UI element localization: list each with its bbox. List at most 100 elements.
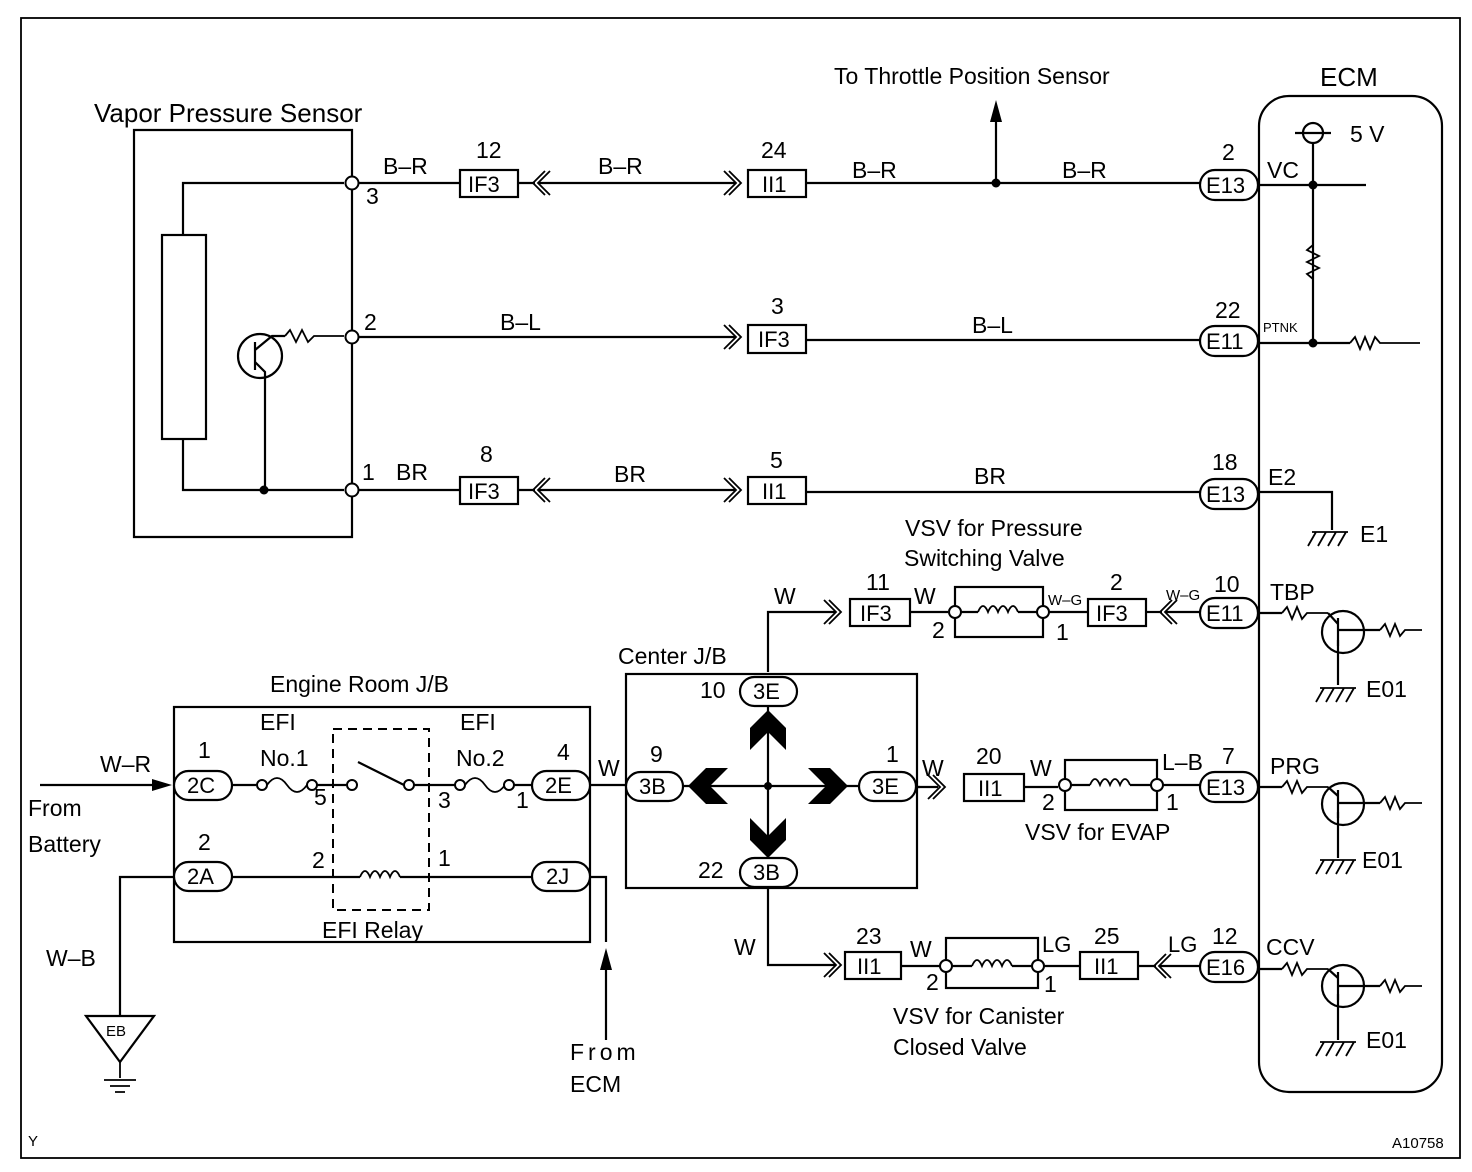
pin-label: 25 xyxy=(1094,923,1120,949)
vsv-pressure-title: Switching Valve xyxy=(904,545,1065,571)
connector-if3 xyxy=(458,168,520,199)
ecm-tbp: TBP xyxy=(1270,579,1315,605)
connector-label: E13 xyxy=(1206,482,1245,507)
ecm-e01: E01 xyxy=(1362,847,1403,873)
ecm-title: ECM xyxy=(1320,62,1378,92)
sensor-terminal-1 xyxy=(344,482,360,498)
wire-color: W xyxy=(922,755,944,781)
connector-ii1 xyxy=(746,168,808,199)
connector-ii1 xyxy=(746,475,808,506)
connector-3b-bottom xyxy=(738,856,799,889)
engine-room-jb-title: Engine Room J/B xyxy=(270,671,449,697)
pin-label: 1 xyxy=(516,787,529,813)
ecm-prg: PRG xyxy=(1270,753,1320,779)
fuse-label: No.1 xyxy=(260,745,309,771)
pin-label: 5 xyxy=(770,447,783,473)
wire-color: L–B xyxy=(1162,749,1203,775)
fuse-label: No.2 xyxy=(456,745,505,771)
from-battery-label: From xyxy=(28,795,82,821)
wire-color: BR xyxy=(396,459,428,485)
pin-label: 5 xyxy=(314,784,327,810)
chevron-left-icon xyxy=(688,768,728,804)
connector-3b-left xyxy=(624,770,685,803)
connector-e13 xyxy=(1198,770,1260,804)
pin-label: 7 xyxy=(1222,743,1235,769)
connector-label: 3E xyxy=(872,774,899,799)
wire-color: W–G xyxy=(1048,592,1082,609)
sensor-element xyxy=(160,233,208,441)
efi-relay-title: EFI Relay xyxy=(322,917,423,943)
resistor-icon xyxy=(1281,778,1328,796)
connector-label: II1 xyxy=(762,172,786,197)
from-ecm-label: From xyxy=(570,1039,640,1065)
wire-color: W–R xyxy=(100,751,151,777)
arrow-right-icon xyxy=(152,779,172,791)
chevron-right-icon xyxy=(808,768,848,804)
pin-label: 3 xyxy=(366,183,379,209)
pin-label: 2 xyxy=(1110,569,1123,595)
connector-label: 2E xyxy=(545,773,572,798)
vapor-pressure-sensor-title: Vapor Pressure Sensor xyxy=(94,98,363,128)
vsv-pressure-switching-valve: VSV for Pressure Switching Valve W 11 IF… xyxy=(766,515,1260,672)
pin-label: 20 xyxy=(976,743,1002,769)
pin-label: 1 xyxy=(1056,619,1069,645)
connector-label: 2J xyxy=(546,864,569,889)
resistor-icon xyxy=(1379,621,1422,639)
arrow-up-icon xyxy=(600,948,612,970)
resistor-icon xyxy=(1379,794,1422,812)
pin-label: 11 xyxy=(866,569,890,595)
to-throttle-label: To Throttle Position Sensor xyxy=(834,63,1110,89)
ecm-e1: E1 xyxy=(1360,521,1388,547)
vsv-body xyxy=(944,936,1040,990)
pin-label: 2 xyxy=(932,617,945,643)
connector-label: IF3 xyxy=(468,479,500,504)
wire-color: W xyxy=(1030,755,1052,781)
connector-label: II1 xyxy=(1094,954,1118,979)
pin-label: 22 xyxy=(698,857,724,883)
wire-color: W xyxy=(734,934,756,960)
vsv-canister-closed-valve: W 23 II1 W 2 1 LG 25 II1 LG 12 E16 VSV f… xyxy=(734,886,1260,1060)
diagram-border xyxy=(20,17,1461,1159)
ecm-e01: E01 xyxy=(1366,1027,1407,1053)
pin-label: 2 xyxy=(1222,139,1235,165)
ecm-ccv: CCV xyxy=(1266,934,1315,960)
connector-label: E13 xyxy=(1206,775,1245,800)
fuse-icon xyxy=(464,777,506,793)
pin-label: 1 xyxy=(886,741,899,767)
wire-color: B–L xyxy=(972,312,1013,338)
wire-color: W xyxy=(774,583,796,609)
pin-label: 1 xyxy=(1044,971,1057,997)
sensor-terminal-3 xyxy=(344,175,360,191)
corner-code: Y xyxy=(28,1133,38,1150)
pin-label: 18 xyxy=(1212,449,1238,475)
connector-label: 3B xyxy=(639,774,666,799)
vsv-canister-title: Closed Valve xyxy=(893,1034,1027,1060)
ground-icon xyxy=(1315,1041,1356,1057)
connector-if3 xyxy=(746,323,808,355)
pin-label: 2 xyxy=(926,969,939,995)
resistor-icon xyxy=(1304,244,1322,280)
engine-room-junction-block: Engine Room J/B W–R From Battery 1 2C 2 … xyxy=(28,671,640,1097)
ecm-box xyxy=(1257,94,1444,1094)
transistor-icon xyxy=(1320,609,1366,655)
ground-icon xyxy=(104,1062,136,1093)
coil-icon xyxy=(1089,778,1131,788)
wire-color: B–L xyxy=(500,309,541,335)
connector-e11 xyxy=(1198,596,1260,630)
pin-label: 22 xyxy=(1215,297,1241,323)
connector-label: E13 xyxy=(1206,173,1245,198)
fuse-label: EFI xyxy=(260,709,296,735)
wire-ptnk-line: B–L B–L 3 IF3 22 E11 xyxy=(358,293,1260,358)
fuse-icon xyxy=(266,777,308,793)
pin-label: 23 xyxy=(856,923,882,949)
vsv-pressure-title: VSV for Pressure xyxy=(905,515,1083,541)
connector-if3 xyxy=(458,475,520,506)
chevron-up-icon xyxy=(750,710,786,750)
connector-label: E11 xyxy=(1206,601,1244,626)
vsv-evap: W 20 II1 W 2 1 L–B 7 E13 VSV for EVAP xyxy=(918,743,1260,845)
coil-icon xyxy=(977,605,1019,615)
sensor-terminal-2 xyxy=(344,329,360,345)
connector-label: 2A xyxy=(187,864,214,889)
wire-color: LG xyxy=(1042,932,1071,957)
pin-label: 2 xyxy=(364,309,377,335)
